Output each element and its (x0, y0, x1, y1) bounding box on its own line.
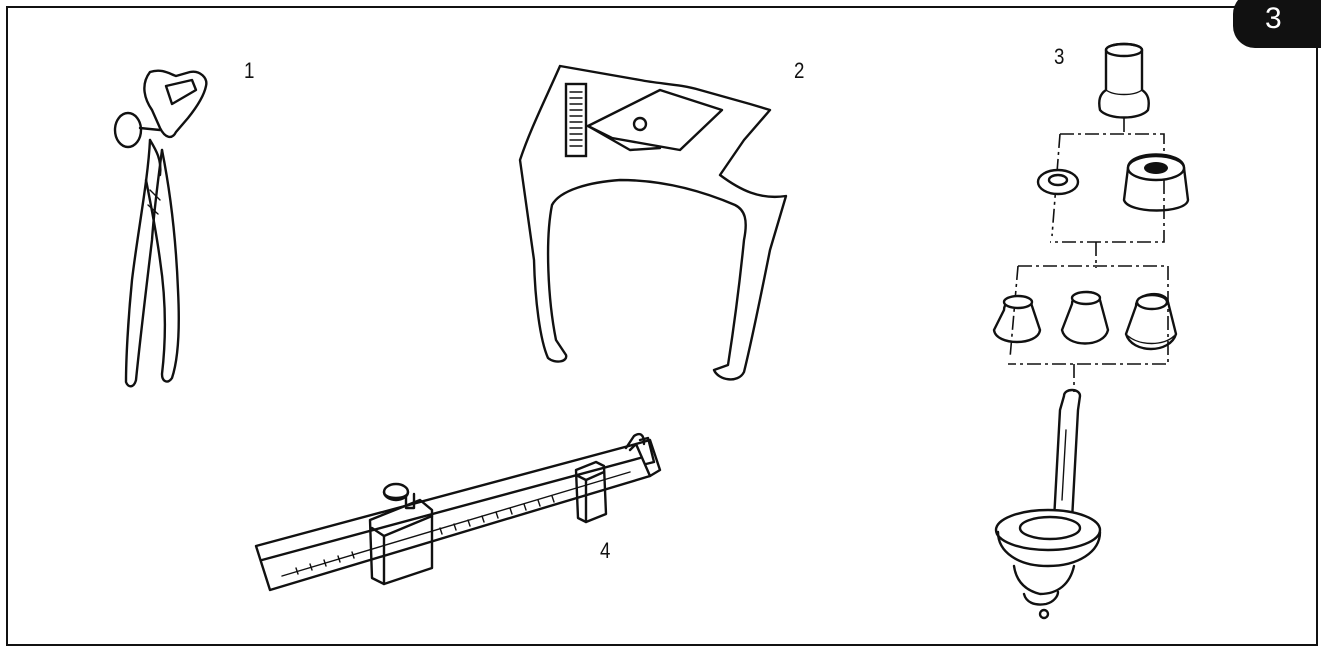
label-tool-3: 3 (1054, 44, 1065, 69)
pliers-icon (113, 69, 208, 388)
tread-caliper-icon (518, 64, 788, 381)
label-tool-2: 2 (794, 58, 805, 83)
label-tool-4: 4 (600, 538, 611, 563)
page-number-badge: 3 (1233, 0, 1321, 48)
label-tool-1: 1 (244, 58, 255, 83)
cone-adapter-kit-icon (992, 42, 1190, 620)
page-number: 3 (1265, 2, 1282, 35)
sliding-gauge-icon (254, 432, 662, 592)
